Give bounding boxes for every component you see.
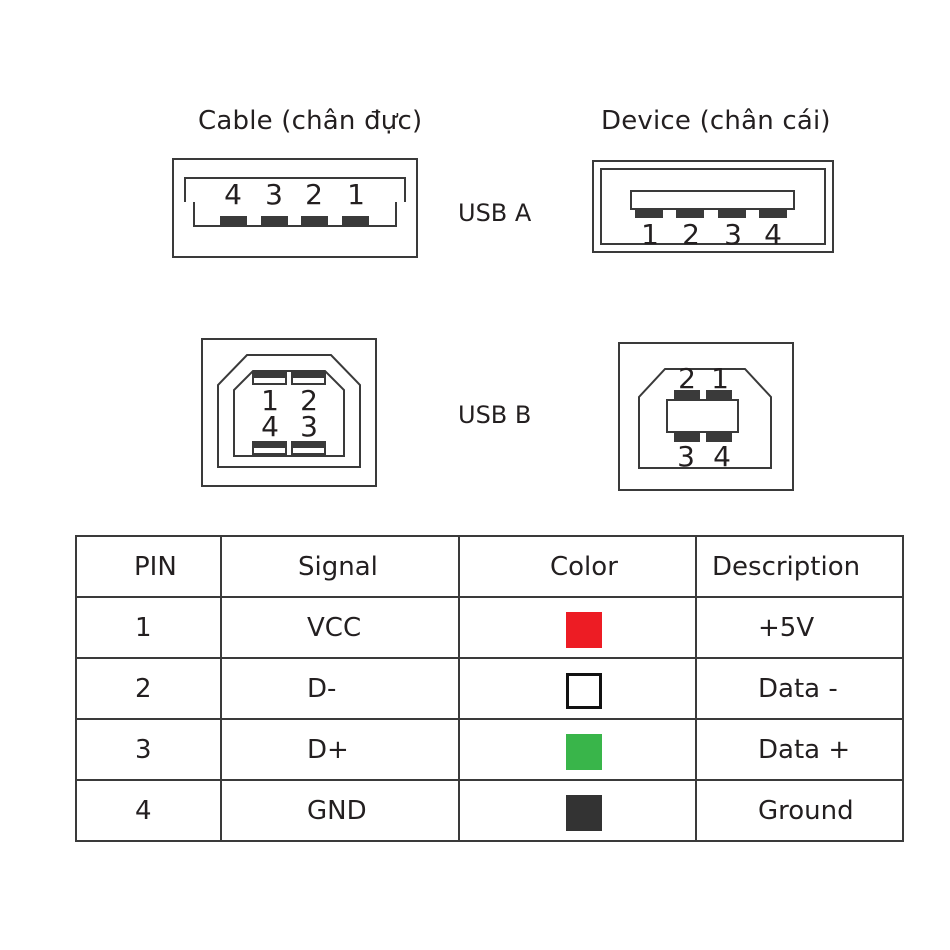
usb-b-device-pin-3-contact	[674, 432, 700, 442]
cable-header: Cable (chân đực)	[198, 106, 423, 136]
description-cell: Data -	[695, 657, 904, 720]
usb-b-cable-pin-label: 2	[300, 384, 318, 417]
usb-b-device-diagram: 2 1 3 4	[618, 342, 794, 491]
usb-a-device-diagram: 1 2 3 4	[592, 160, 834, 253]
usb-b-device-pin-label: 4	[713, 440, 731, 473]
color-cell	[458, 718, 697, 781]
usb-b-cable-pin-label: 4	[261, 410, 279, 443]
usb-a-cable-pin-label: 4	[224, 178, 242, 211]
table-row: 2 D- Data -	[75, 657, 904, 720]
usb-b-device-pin-label: 3	[677, 440, 695, 473]
device-header: Device (chân cái)	[601, 106, 831, 136]
usb-b-cable-diagram: 1 2 4 3	[201, 338, 377, 487]
pinout-table: PIN Signal Color Description 1 VCC +5V 2…	[75, 535, 904, 842]
usb-b-cable-pin-4-contact	[253, 442, 286, 448]
usb-b-device-pin-1-contact	[706, 390, 732, 400]
column-header-description: Description	[695, 535, 904, 598]
color-swatch	[566, 795, 602, 831]
usb-b-device-pin-label: 2	[678, 362, 696, 395]
signal-cell: D+	[220, 718, 460, 781]
pin-cell: 1	[75, 596, 222, 659]
usb-b-label: USB B	[458, 401, 532, 429]
usb-a-cable-pin-1-contact	[342, 216, 369, 226]
usb-b-device-pin-2-contact	[674, 390, 700, 400]
color-cell	[458, 596, 697, 659]
usb-b-cable-pin-label: 3	[300, 410, 318, 443]
usb-a-device-pin-3-contact	[718, 209, 746, 218]
table-row: 4 GND Ground	[75, 779, 904, 842]
usb-a-label: USB A	[458, 199, 532, 227]
signal-cell: VCC	[220, 596, 460, 659]
description-cell: +5V	[695, 596, 904, 659]
color-swatch	[566, 612, 602, 648]
color-cell	[458, 779, 697, 842]
usb-a-device-pin-4-contact	[759, 209, 787, 218]
table-row: 1 VCC +5V	[75, 596, 904, 659]
usb-b-cable-pin-label: 1	[261, 384, 279, 417]
usb-a-device-pin-label: 3	[724, 218, 742, 251]
usb-a-cable-pin-4-contact	[220, 216, 247, 226]
color-cell	[458, 657, 697, 720]
usb-b-cable-pin-3-contact	[292, 442, 325, 448]
pin-cell: 2	[75, 657, 222, 720]
usb-a-device-pin-2-contact	[676, 209, 704, 218]
description-cell: Ground	[695, 779, 904, 842]
usb-a-cable-pin-label: 1	[347, 178, 365, 211]
color-swatch	[566, 673, 602, 709]
usb-b-device-pin-4-contact	[706, 432, 732, 442]
usb-a-cable-pin-2-contact	[301, 216, 328, 226]
usb-a-cable-pin-label: 2	[305, 178, 323, 211]
usb-a-device-pin-label: 2	[682, 218, 700, 251]
signal-cell: GND	[220, 779, 460, 842]
usb-b-cable-pin-1-contact	[253, 372, 286, 378]
column-header-color: Color	[458, 535, 697, 598]
table-row: 3 D+ Data +	[75, 718, 904, 781]
signal-cell: D-	[220, 657, 460, 720]
pin-cell: 4	[75, 779, 222, 842]
color-swatch	[566, 734, 602, 770]
description-cell: Data +	[695, 718, 904, 781]
column-header-signal: Signal	[220, 535, 460, 598]
usb-b-device-pin-label: 1	[711, 362, 729, 395]
pin-cell: 3	[75, 718, 222, 781]
usb-a-device-pin-1-contact	[635, 209, 663, 218]
usb-a-device-pin-label: 4	[764, 218, 782, 251]
usb-a-cable-pin-3-contact	[261, 216, 288, 226]
usb-a-cable-diagram: 4 3 2 1	[172, 158, 418, 258]
usb-b-cable-pin-2-contact	[292, 372, 325, 378]
table-header-row: PIN Signal Color Description	[75, 535, 904, 598]
usb-a-device-pin-label: 1	[641, 218, 659, 251]
column-header-pin: PIN	[75, 535, 222, 598]
usb-a-cable-pin-label: 3	[265, 178, 283, 211]
